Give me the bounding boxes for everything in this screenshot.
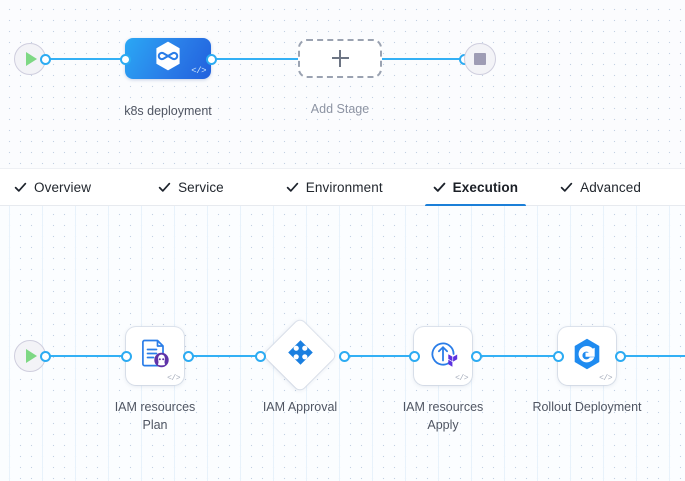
port-start-out[interactable] bbox=[40, 53, 51, 65]
connector-addstage-to-end bbox=[378, 58, 462, 60]
check-icon bbox=[14, 181, 27, 194]
plus-icon bbox=[331, 50, 349, 67]
connector-rollout-to-next bbox=[620, 355, 685, 357]
step-node-iam-resources-apply[interactable]: </> bbox=[414, 327, 472, 385]
add-stage-button[interactable] bbox=[298, 39, 382, 78]
connector-start-to-plan bbox=[42, 355, 131, 357]
terraform-plan-icon bbox=[137, 336, 173, 377]
port-apply-in[interactable] bbox=[409, 350, 420, 362]
step-label-iam-resources-plan: IAM resources Plan bbox=[114, 400, 196, 432]
check-icon bbox=[560, 181, 573, 194]
harness-infinity-icon bbox=[151, 39, 185, 78]
tab-label: Environment bbox=[305, 179, 383, 195]
check-icon bbox=[433, 181, 446, 194]
tab-label: Overview bbox=[34, 179, 92, 195]
tab-service[interactable]: Service bbox=[158, 168, 224, 206]
connector-apply-to-rollout bbox=[476, 355, 563, 357]
port-apply-out[interactable] bbox=[471, 350, 482, 362]
tab-advanced[interactable]: Advanced bbox=[560, 168, 641, 206]
check-icon bbox=[158, 181, 171, 194]
step-label-rollout-deployment: Rollout Deployment bbox=[532, 400, 642, 414]
connector-start-to-stage bbox=[42, 58, 126, 60]
terraform-apply-icon bbox=[425, 336, 461, 377]
check-icon bbox=[286, 181, 299, 194]
code-glyph-icon[interactable]: </> bbox=[191, 66, 206, 76]
port-rollout-out[interactable] bbox=[615, 350, 626, 362]
stage-node-k8s-deployment[interactable]: </> bbox=[125, 38, 211, 79]
port-plan-in[interactable] bbox=[121, 350, 132, 362]
connector-stage-to-addstage bbox=[210, 58, 302, 60]
step-node-iam-approval[interactable] bbox=[263, 318, 337, 392]
port-stage-in[interactable] bbox=[120, 53, 131, 65]
execution-canvas[interactable]: </> IAM resources Plan IAM Approval bbox=[0, 206, 685, 481]
tab-overview[interactable]: Overview bbox=[14, 168, 91, 206]
code-glyph-icon[interactable]: </> bbox=[455, 374, 468, 383]
port-approval-in[interactable] bbox=[255, 350, 266, 362]
tab-label: Execution bbox=[452, 179, 519, 195]
port-rollout-in[interactable] bbox=[553, 350, 564, 362]
tab-label: Service bbox=[178, 179, 224, 195]
code-glyph-icon[interactable]: </> bbox=[599, 374, 612, 383]
step-label-iam-resources-apply: IAM resources Apply bbox=[402, 400, 484, 432]
stop-icon bbox=[474, 53, 486, 65]
tab-active-underline bbox=[424, 204, 527, 207]
step-node-iam-resources-plan[interactable]: </> bbox=[126, 327, 184, 385]
port-plan-out[interactable] bbox=[183, 350, 194, 362]
port-approval-out[interactable] bbox=[339, 350, 350, 362]
connector-approval-to-apply bbox=[344, 355, 419, 357]
code-glyph-icon[interactable]: </> bbox=[167, 374, 180, 383]
play-icon bbox=[26, 52, 37, 66]
stage-config-tabbar: Overview Service Environment Execution A… bbox=[0, 168, 685, 207]
argo-rollouts-icon bbox=[570, 337, 604, 376]
pipeline-end-node[interactable] bbox=[464, 43, 496, 75]
tab-environment[interactable]: Environment bbox=[286, 168, 383, 206]
step-node-rollout-deployment[interactable]: </> bbox=[558, 327, 616, 385]
play-icon bbox=[26, 349, 37, 363]
port-exec-start-out[interactable] bbox=[40, 350, 51, 362]
tab-execution[interactable]: Execution bbox=[424, 168, 527, 207]
tab-label: Advanced bbox=[580, 179, 641, 195]
port-stage-out[interactable] bbox=[206, 53, 217, 65]
step-label-iam-approval: IAM Approval bbox=[262, 400, 338, 414]
connector-plan-to-approval bbox=[188, 355, 274, 357]
add-stage-label: Add Stage bbox=[310, 102, 370, 116]
stage-canvas[interactable]: </> k8s deployment Add Stage bbox=[0, 0, 685, 168]
stage-label-k8s-deployment: k8s deployment bbox=[124, 104, 212, 118]
